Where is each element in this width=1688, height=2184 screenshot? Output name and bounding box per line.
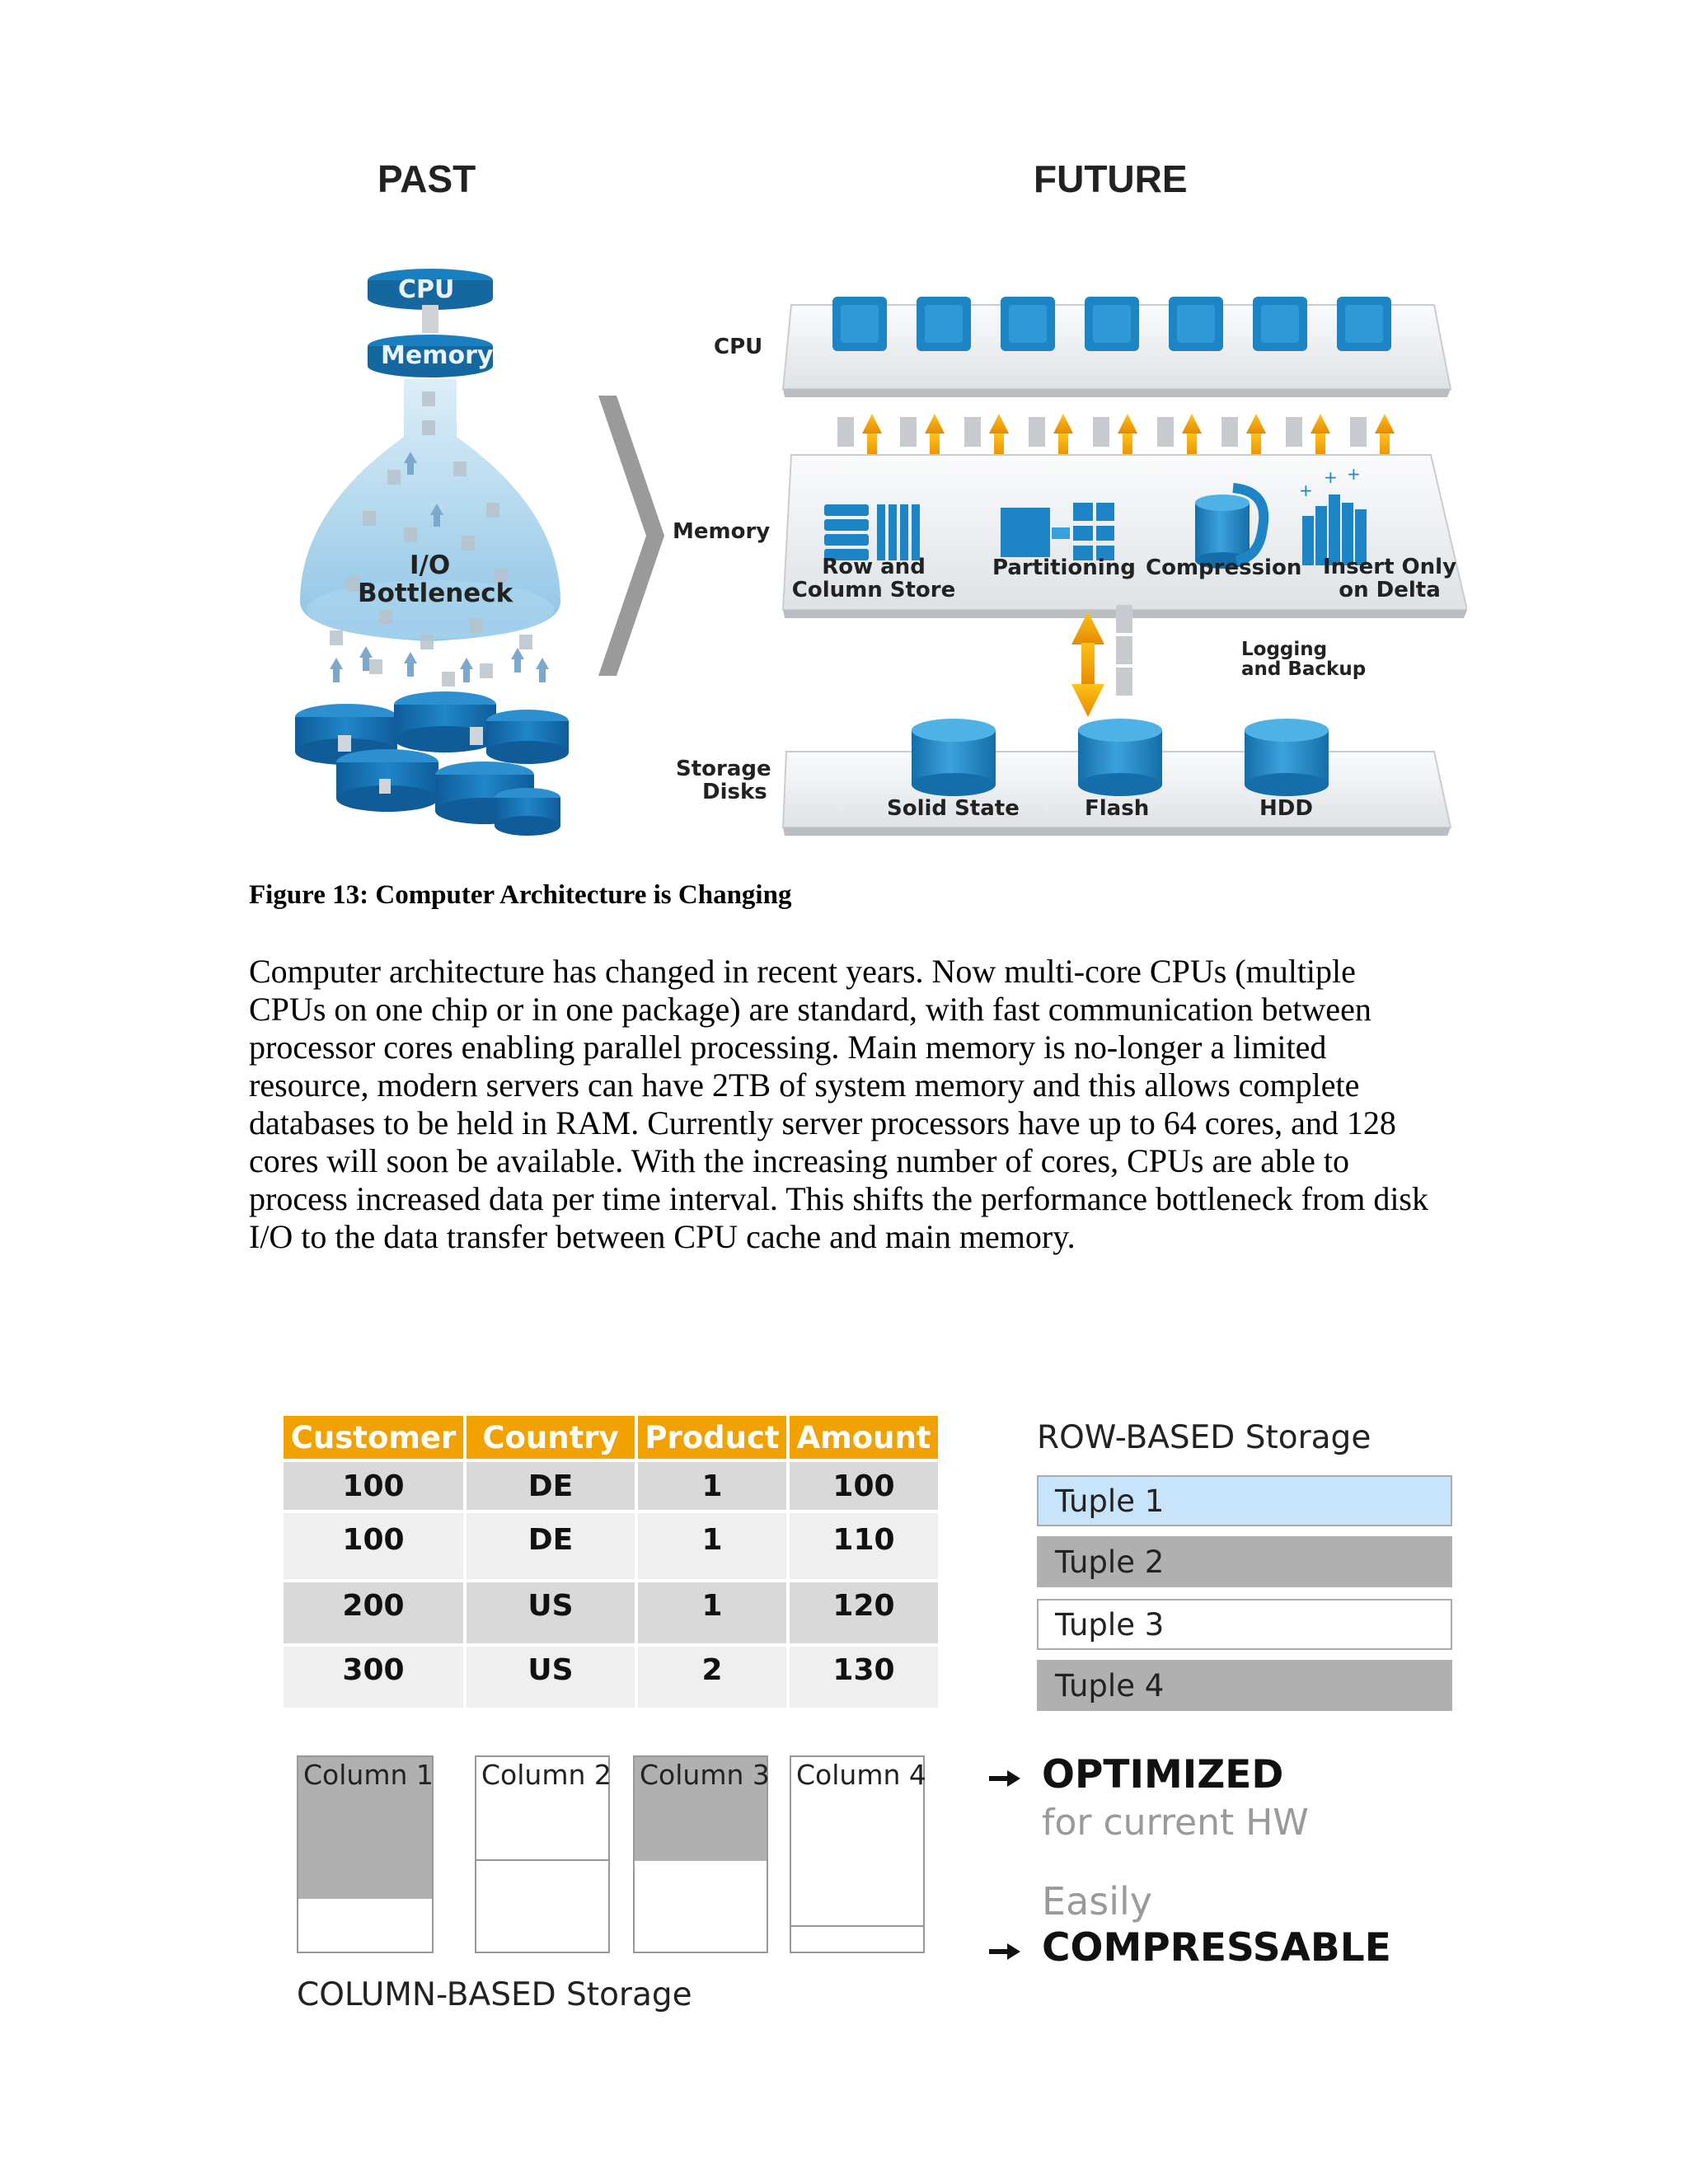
table-cell: 200 [284, 1582, 463, 1643]
past-cpu-label: CPU [398, 275, 455, 304]
arrow-right-icon [989, 1943, 1020, 1960]
memory-storage-arrow [1071, 605, 1132, 717]
arrow-right-icon [989, 1770, 1020, 1787]
memory-item-line: Insert Only [1322, 555, 1457, 579]
table-cell: 2 [638, 1647, 786, 1708]
memory-item-line: Row and [822, 555, 926, 579]
chevron-separator-icon [598, 396, 664, 676]
compressable-label: COMPRESSABLE [1042, 1925, 1391, 1971]
memory-item-line: Column Store [791, 578, 956, 602]
column-storage-title: COLUMN-BASED Storage [297, 1976, 692, 2013]
storage-cylinders [912, 719, 1329, 796]
table-cell: 120 [790, 1582, 938, 1643]
tuple-4: Tuple 4 [1037, 1660, 1452, 1711]
table-cell: 1 [638, 1462, 786, 1510]
table-header-amount: Amount [790, 1416, 938, 1459]
column-2: Column 2 [475, 1755, 612, 1953]
table-cell: 100 [284, 1513, 463, 1579]
row-column-store-label: Row and Column Store [791, 555, 956, 602]
table-cell: DE [467, 1462, 635, 1510]
memory-item-line: on Delta [1339, 578, 1441, 602]
table-cell: 1 [638, 1582, 786, 1643]
table-cell: 100 [790, 1462, 938, 1510]
partitioning-label: Partitioning [992, 555, 1136, 580]
table-cell: US [467, 1647, 635, 1708]
compression-icon [1195, 483, 1269, 569]
tuple-1: Tuple 1 [1037, 1475, 1452, 1526]
paragraph-line: resource, modern servers can have 2TB of… [249, 1066, 1360, 1104]
easily-label: Easily [1042, 1879, 1153, 1924]
column-1: Column 1 [297, 1755, 434, 1953]
table-header-product: Product [638, 1416, 786, 1459]
tuple-2: Tuple 2 [1037, 1536, 1452, 1587]
table-cell: 100 [284, 1462, 463, 1510]
column-3: Column 3 [633, 1755, 770, 1953]
paragraph-line: process increased data per time interval… [249, 1180, 1428, 1217]
column-label: Column 1 [303, 1759, 434, 1791]
logging-line: and Backup [1241, 658, 1367, 680]
paragraph-line: CPUs on one chip or in one package) are … [249, 991, 1372, 1028]
partitioning-icon [1001, 503, 1114, 560]
body-paragraph: Computer architecture has changed in rec… [249, 953, 1452, 1256]
paragraph-line: databases to be held in RAM. Currently s… [249, 1104, 1396, 1141]
paragraph-line: processor cores enabling parallel proces… [249, 1029, 1327, 1066]
insert-only-icon: + + + [1299, 464, 1367, 565]
svg-text:+: + [1324, 467, 1338, 487]
cpu-row-label: CPU [714, 335, 763, 359]
optimized-label: OPTIMIZED [1042, 1752, 1284, 1797]
table-cell: DE [467, 1513, 635, 1579]
bottleneck-label: Bottleneck [358, 579, 513, 608]
past-title: PAST [377, 157, 476, 200]
storage-label-solid-state: Solid State [887, 796, 1020, 821]
insert-only-label: Insert Only on Delta [1315, 555, 1464, 602]
cpu-chips [832, 297, 1391, 351]
table-header-customer: Customer [284, 1416, 463, 1459]
paragraph-line: cores will soon be available. With the i… [249, 1142, 1350, 1179]
logging-line: Logging [1241, 639, 1328, 660]
storage-row-label: Storage [676, 757, 771, 781]
paragraph-line: Computer architecture has changed in rec… [249, 953, 1356, 990]
table-header-country: Country [467, 1416, 635, 1459]
storage-label-flash: Flash [1085, 796, 1150, 821]
optimized-sub-label: for current HW [1042, 1802, 1309, 1844]
row-column-store-icon [824, 504, 920, 560]
past-memory-label: Memory [381, 341, 494, 370]
compression-label: Compression [1146, 555, 1302, 580]
future-architecture-illustration: + + + [781, 297, 1467, 836]
logging-label: Logging and Backup [1241, 640, 1366, 679]
row-storage-title: ROW-BASED Storage [1037, 1419, 1372, 1456]
memory-row-label: Memory [673, 519, 771, 544]
table-cell: 300 [284, 1647, 463, 1708]
tuple-3: Tuple 3 [1037, 1599, 1452, 1650]
column-4: Column 4 [790, 1755, 926, 1953]
paragraph-line: I/O to the data transfer between CPU cac… [249, 1218, 1076, 1255]
table-cell: 1 [638, 1513, 786, 1579]
bottleneck-label-io: I/O [410, 551, 451, 580]
disks-row-label: Disks [702, 780, 767, 804]
table-cell: US [467, 1582, 635, 1643]
past-bottleneck-illustration [295, 269, 569, 836]
storage-label-hdd: HDD [1259, 796, 1313, 821]
column-label: Column 3 [640, 1759, 770, 1791]
transfer-arrows [837, 414, 1395, 460]
column-label: Column 4 [796, 1759, 926, 1791]
figure-caption: Figure 13: Computer Architecture is Chan… [249, 880, 792, 910]
svg-text:+: + [1347, 464, 1361, 484]
table-cell: 130 [790, 1647, 938, 1708]
table-cell: 110 [790, 1513, 938, 1579]
future-title: FUTURE [1034, 157, 1188, 200]
column-label: Column 2 [481, 1759, 612, 1791]
svg-text:+: + [1299, 480, 1313, 500]
